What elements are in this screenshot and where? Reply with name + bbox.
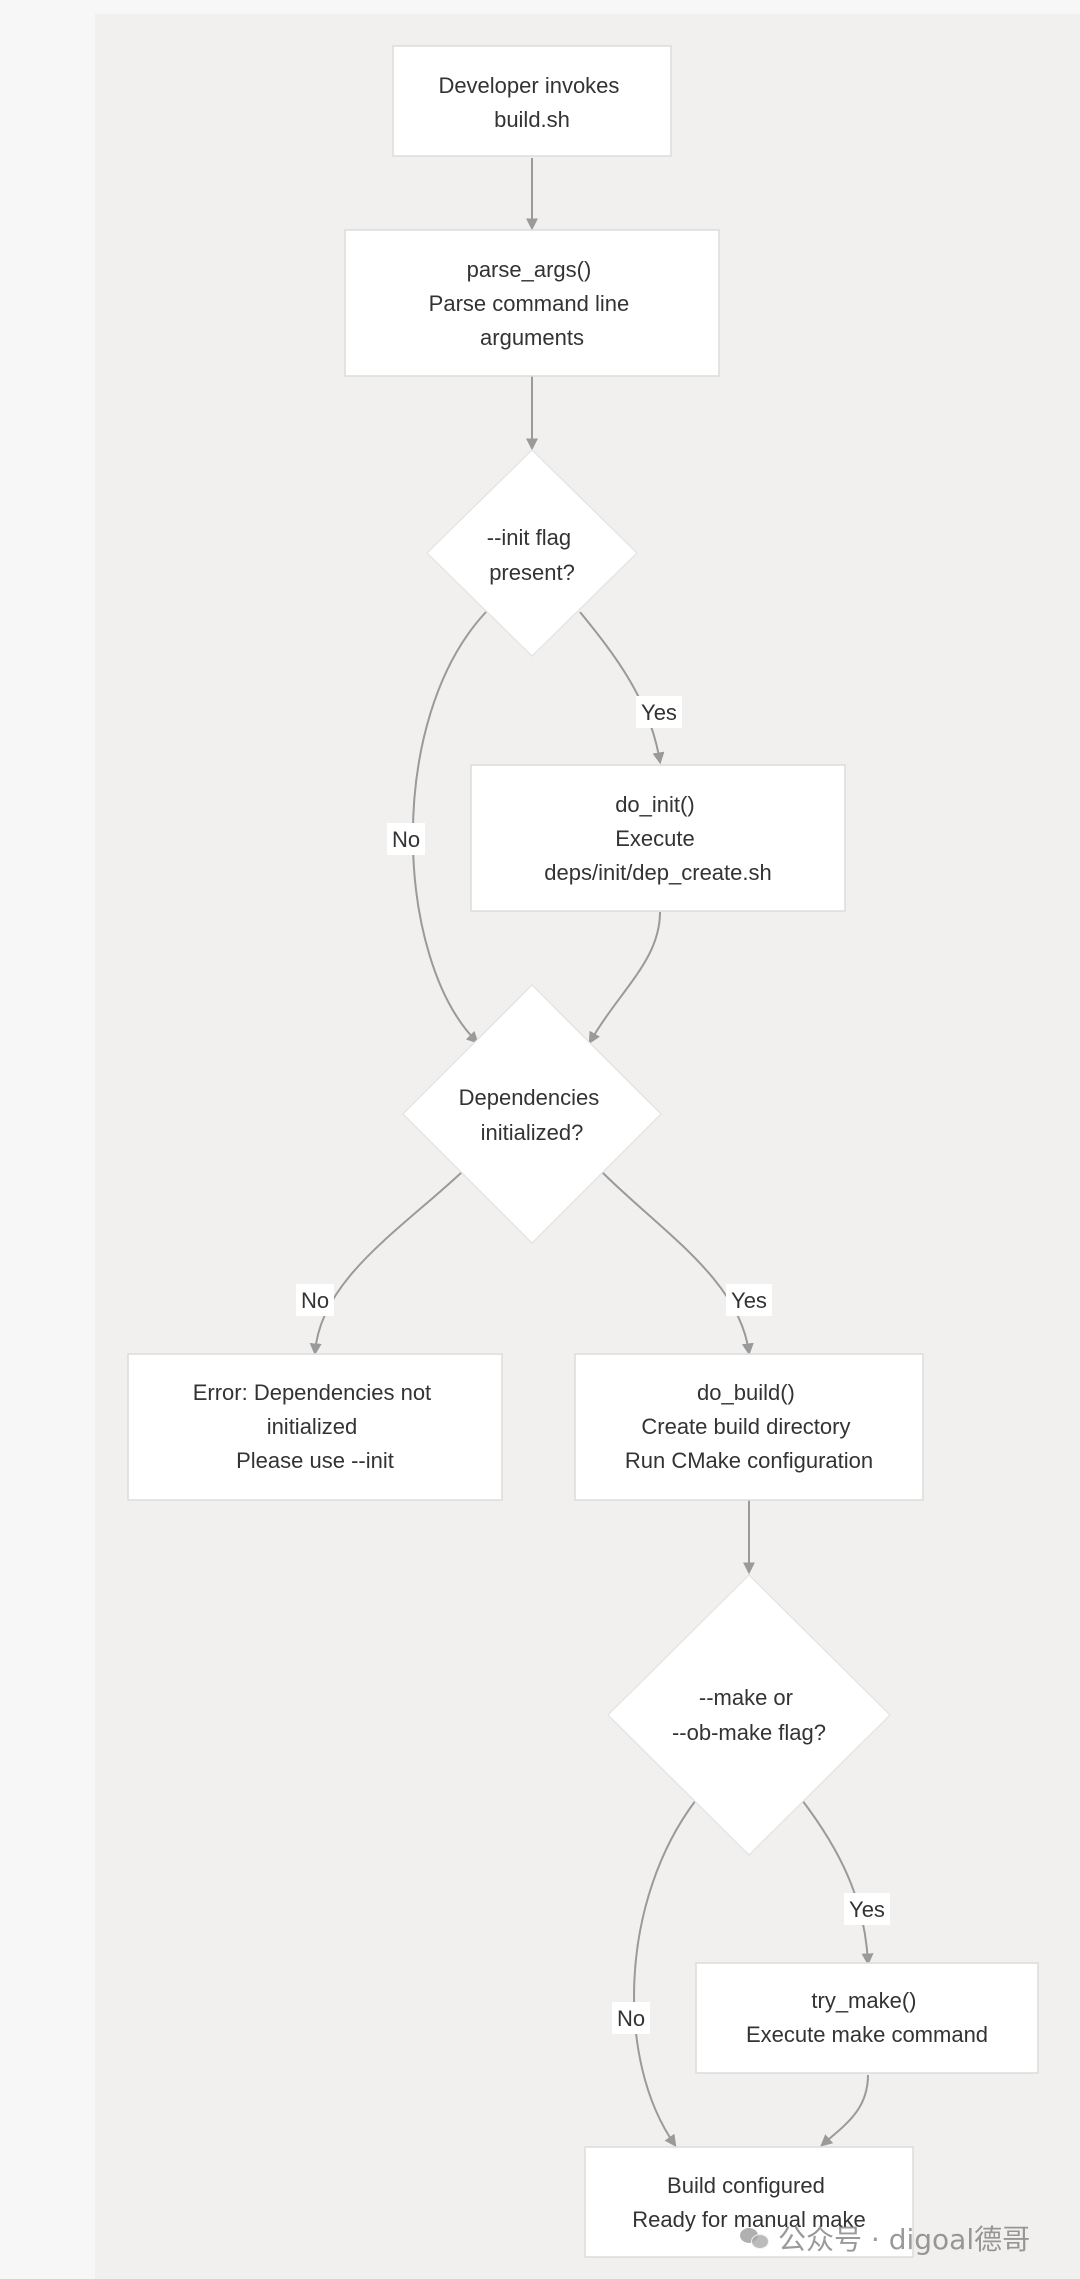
svg-text:do_build() Create buil: do_build() Create build directory Run CM… [625, 1380, 873, 1473]
edge-deps-yes [601, 1171, 754, 1356]
svg-text:--make or --ob-make fl: --make or --ob-make flag? [672, 1685, 826, 1745]
edge-label-init-no: No [387, 823, 425, 855]
edge-make-flag-yes [801, 1799, 874, 1966]
wechat-icon [740, 2226, 770, 2250]
node-init-flag: --init flag present? [426, 449, 638, 657]
node-start: Developer invokes build.sh [392, 45, 672, 157]
svg-text:Developer invokes buil: Developer invokes build.sh [438, 73, 625, 132]
edge-label-make-yes: Yes [844, 1893, 890, 1925]
node-error: Error: Dependencies not initialized Plea… [127, 1353, 503, 1501]
svg-text:No: No [392, 827, 420, 852]
svg-text:Yes: Yes [849, 1897, 885, 1922]
svg-text:try_make() Execute mak: try_make() Execute make command [746, 1988, 988, 2047]
svg-text:Build configured Ready: Build configured Ready for manual make [632, 2173, 866, 2232]
node-try-make: try_make() Execute make command [695, 1962, 1039, 2074]
edges [309, 158, 874, 2147]
edge-label-deps-yes: Yes [726, 1284, 772, 1316]
edge-label-init-yes: Yes [636, 696, 682, 728]
edge-label-deps-no: No [296, 1284, 334, 1316]
edge-make-flag-no [633, 1799, 697, 2147]
edge-init-flag-yes [579, 611, 665, 765]
svg-text:--init flag present?: --init flag present? [487, 525, 577, 585]
edge-do-init-to-deps [588, 911, 661, 1045]
svg-text:Yes: Yes [641, 700, 677, 725]
node-do-build: do_build() Create build directory Run CM… [574, 1353, 924, 1501]
svg-text:No: No [301, 1288, 329, 1313]
watermark-text: 公众号 · digoal德哥 [778, 2223, 1031, 2256]
node-do-init: do_init() Execute deps/init/dep_create.s… [470, 764, 846, 912]
svg-text:do_init() Execute: do_init() Execute deps/init/dep_create.s… [544, 792, 772, 885]
node-make-flag: --make or --ob-make flag? [607, 1574, 891, 1856]
node-deps-initialized: Dependencies initialized? [402, 984, 662, 1244]
watermark: 公众号 · digoal德哥 [740, 2220, 1030, 2256]
svg-text:Error: Dependencies not: Error: Dependencies not initialized Plea… [193, 1380, 438, 1473]
edge-labels: Yes No No Yes Yes No [296, 696, 890, 2034]
node-parse-args: parse_args() Parse command line argument… [344, 229, 720, 377]
svg-text:parse_args() Parse com: parse_args() Parse command line argument… [429, 257, 636, 350]
edge-deps-no [309, 1171, 463, 1356]
edge-label-make-no: No [612, 2002, 650, 2034]
svg-text:No: No [617, 2006, 645, 2031]
svg-text:Dependencies initializ: Dependencies initialized? [459, 1085, 606, 1145]
edge-try-make-to-configured [820, 2074, 869, 2147]
svg-text:Yes: Yes [731, 1288, 767, 1313]
node-configured: Build configured Ready for manual make [584, 2146, 914, 2258]
